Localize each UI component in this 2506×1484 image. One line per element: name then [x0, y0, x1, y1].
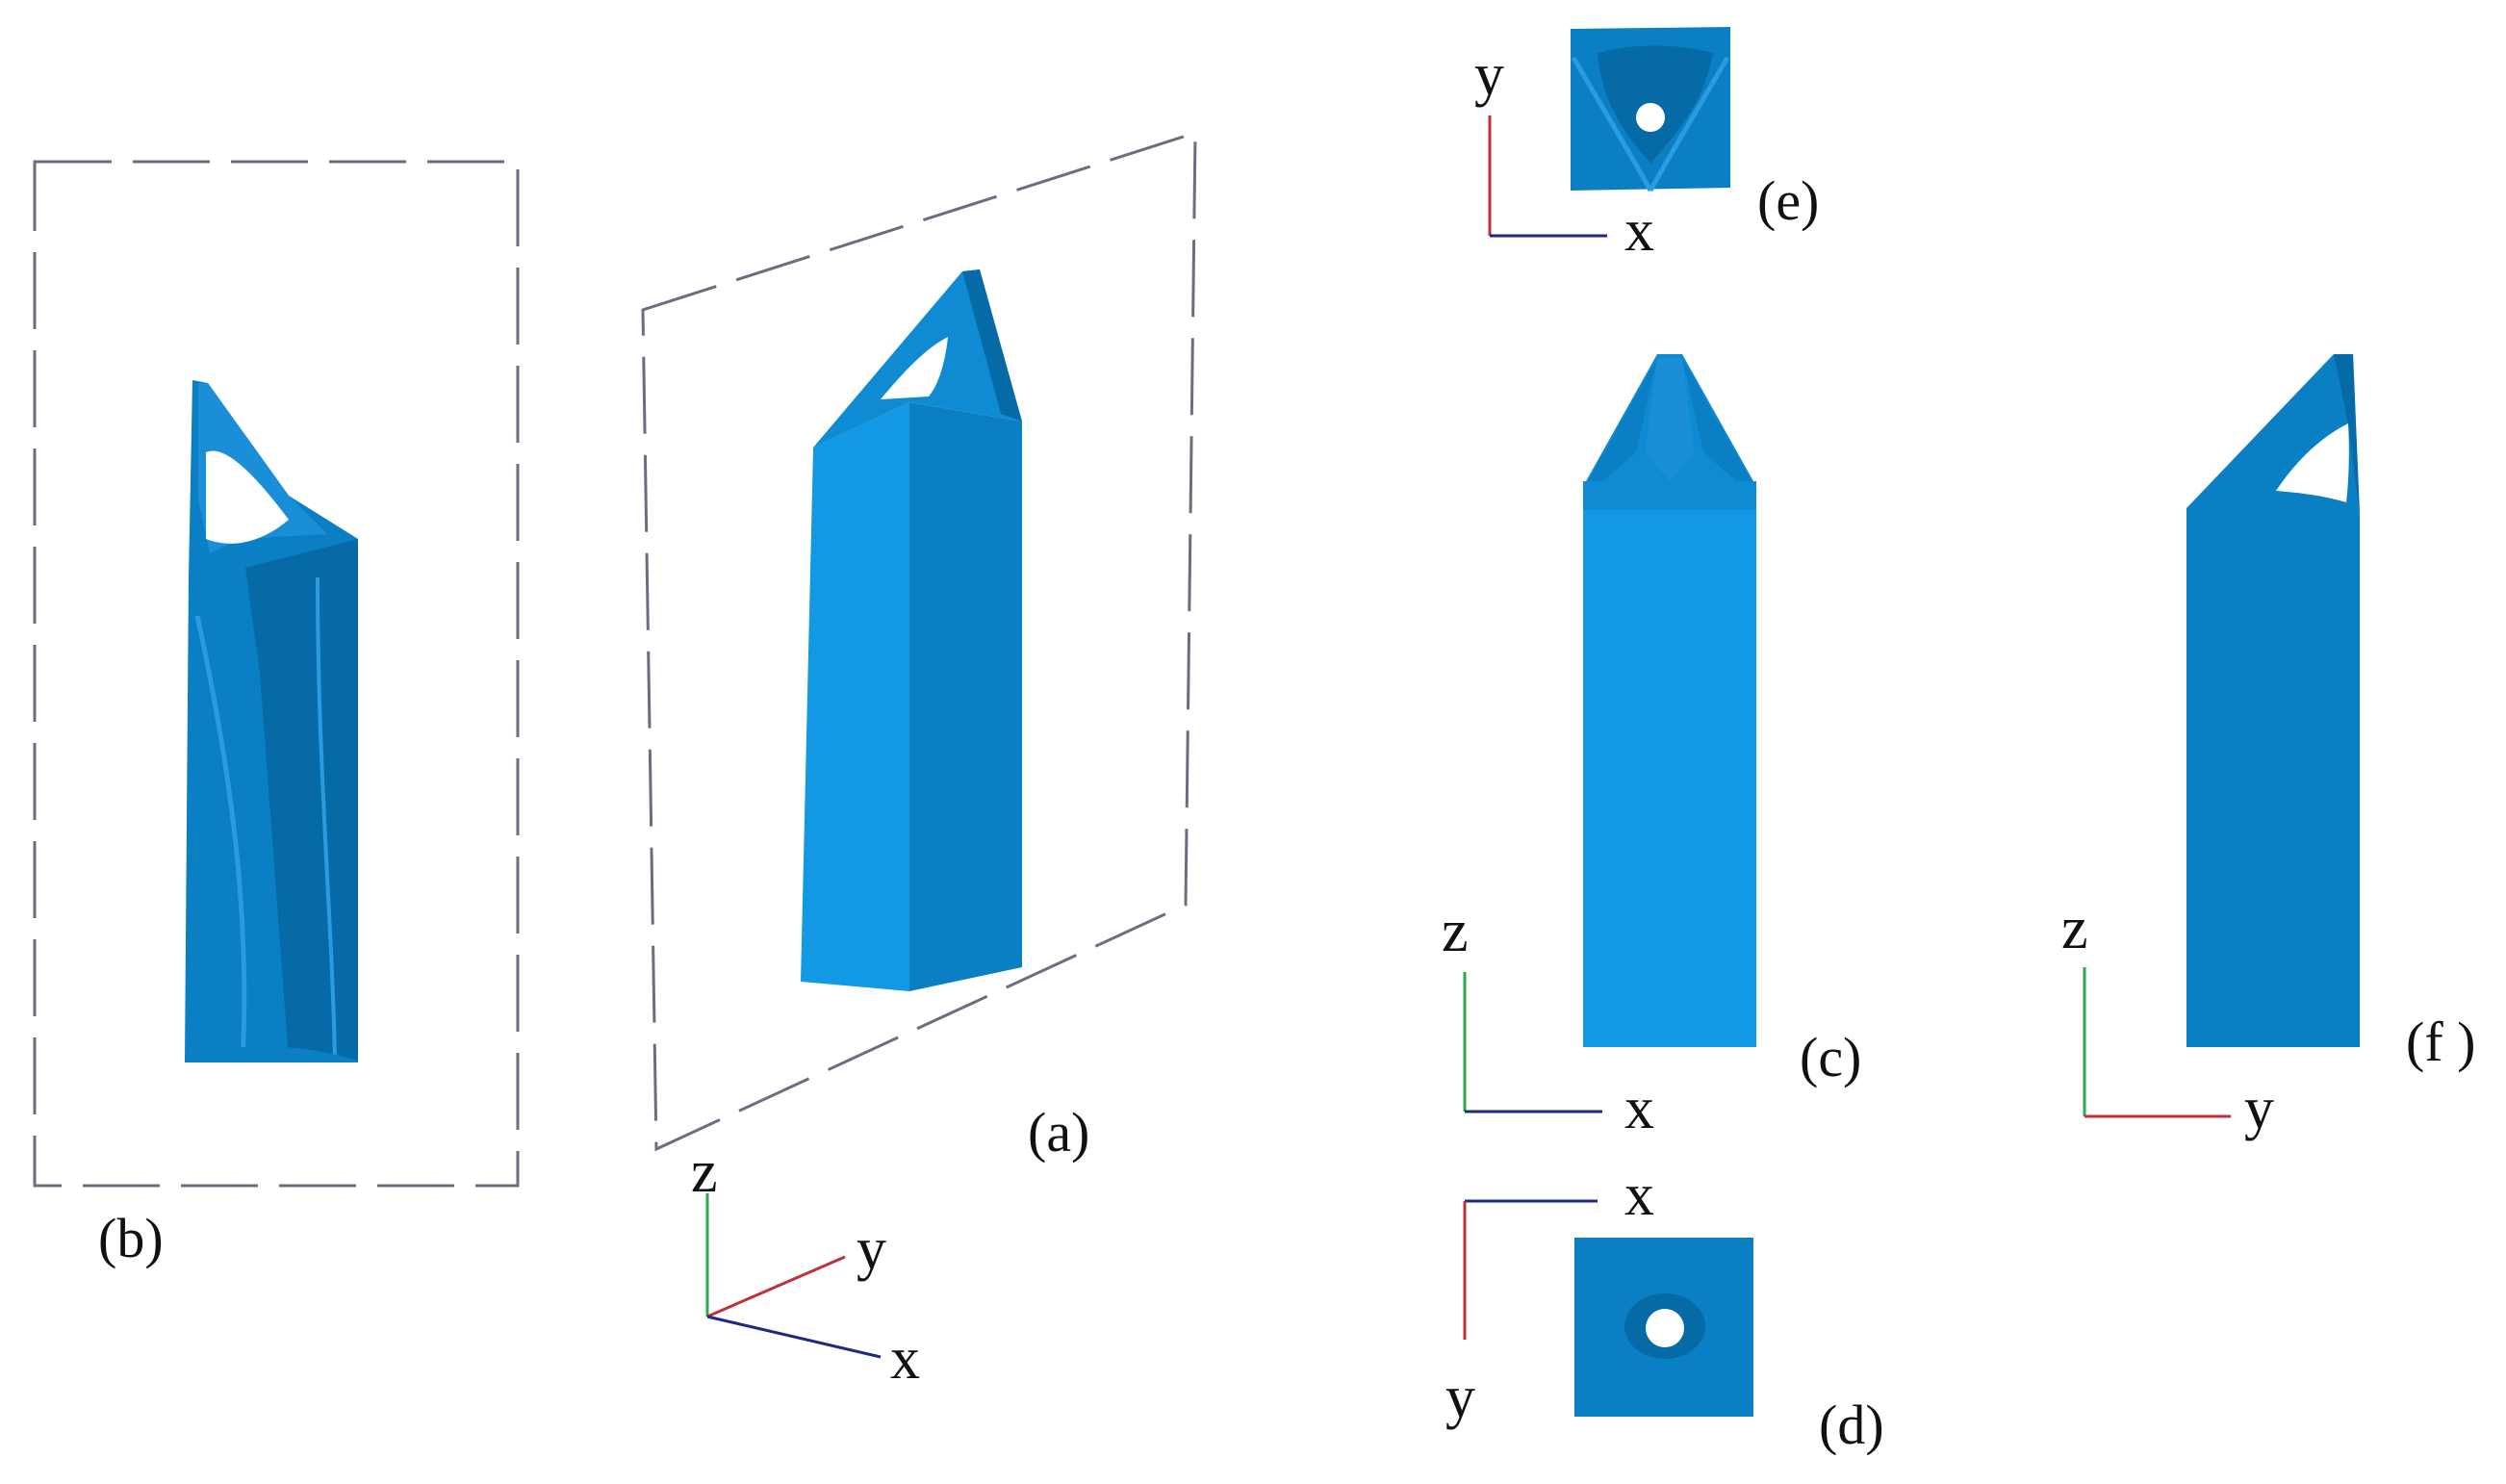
panel-a-structure	[801, 269, 1022, 991]
panel-e-caption: (e)	[1757, 169, 1819, 232]
panel-f-axis-y-label: y	[2244, 1076, 2274, 1141]
panel-d-axis-y-label: y	[1445, 1365, 1475, 1430]
panel-d-structure	[1574, 1238, 1753, 1417]
panel-a-dashed-plane	[641, 130, 1197, 1152]
panel-c-structure	[1583, 354, 1756, 1047]
panel-a-axis-triad: z y x	[691, 1139, 920, 1392]
panel-e-axis-y-label: y	[1474, 42, 1504, 108]
panel-e: (e) y x	[1474, 27, 1819, 264]
panel-f-structure	[2186, 354, 2360, 1047]
panel-f-caption: (f )	[2406, 1011, 2475, 1073]
panel-b-dashed-frame	[33, 160, 520, 1188]
panel-b-structure	[185, 380, 358, 1062]
panel-b: (b)	[33, 160, 520, 1269]
panel-a: (a) z y x	[641, 130, 1197, 1392]
panel-c-axis-z-label: z	[1442, 899, 1469, 964]
panel-d-caption: (d)	[1819, 1394, 1884, 1456]
panel-e-structure	[1571, 27, 1730, 192]
panel-f-axis-z-label: z	[2061, 896, 2088, 961]
panel-c-caption: (c)	[1800, 1026, 1861, 1088]
panel-d-axis-triad: x y	[1445, 1163, 1654, 1430]
panel-a-axis-x-label: x	[890, 1326, 920, 1392]
panel-a-caption: (a)	[1028, 1101, 1089, 1164]
panel-e-axis-x-label: x	[1624, 198, 1654, 264]
panel-c-axis-triad: z x	[1442, 899, 1654, 1141]
panel-d-axis-x-label: x	[1624, 1163, 1654, 1228]
panel-e-axis-triad: y x	[1474, 42, 1654, 264]
panel-c: (c) z x	[1442, 354, 1861, 1141]
panel-f: (f ) z y	[2061, 354, 2475, 1141]
panel-f-axis-triad: z y	[2061, 896, 2274, 1141]
panel-a-axis-y-label: y	[857, 1216, 886, 1282]
panel-c-axis-x-label: x	[1624, 1076, 1654, 1141]
panel-b-caption: (b)	[98, 1207, 164, 1269]
panel-a-axis-z-label: z	[691, 1139, 718, 1205]
panel-d: (d) x y	[1445, 1163, 1884, 1456]
